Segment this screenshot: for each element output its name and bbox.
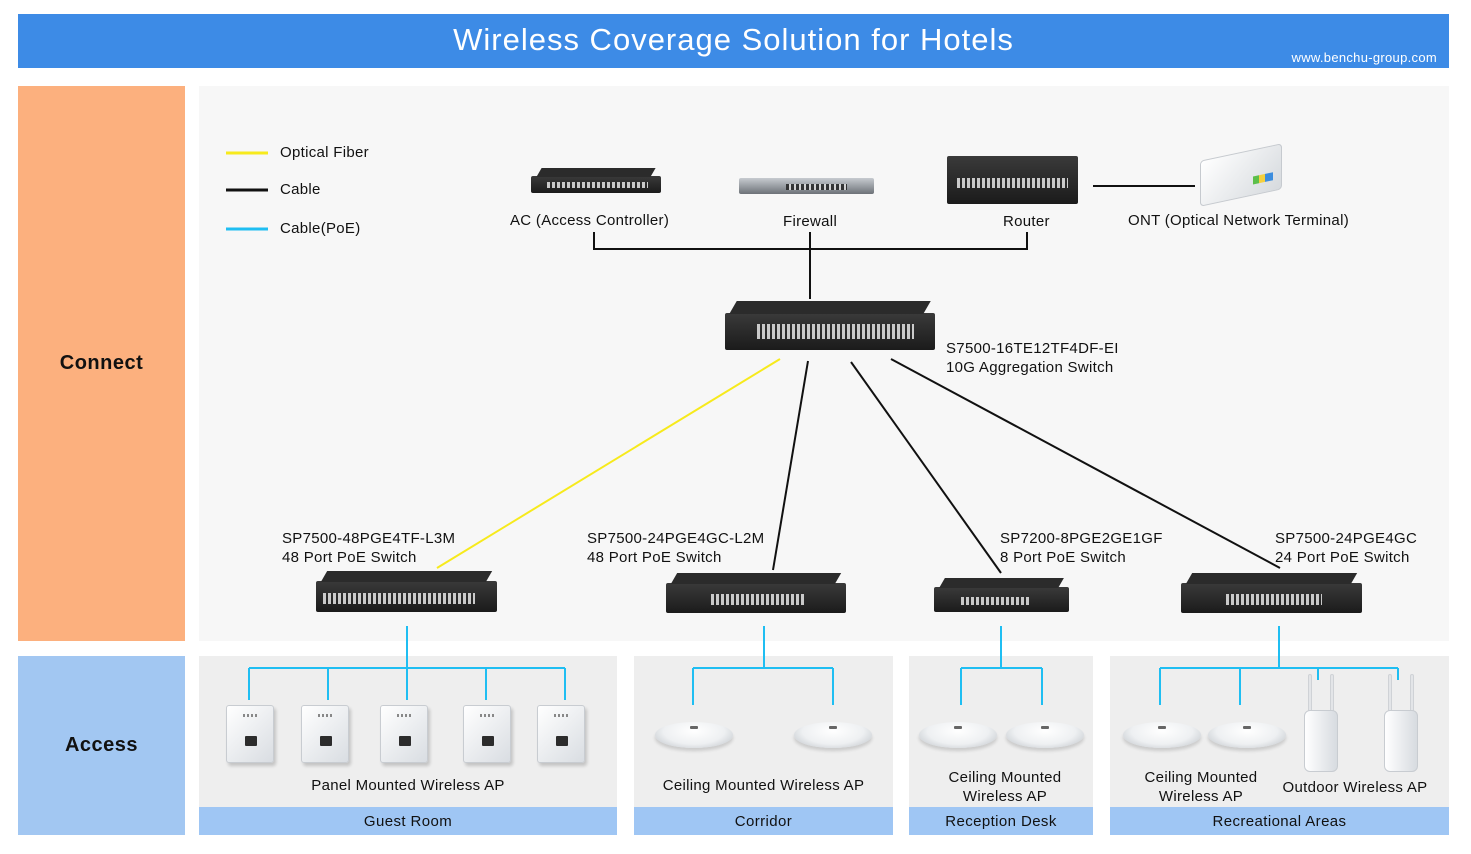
poe-tree-reception	[960, 626, 1043, 705]
zone-label-guest-room: Guest Room	[199, 807, 617, 835]
section-connect: Connect	[18, 86, 185, 641]
aggregation-switch-model: S7500-16TE12TF4DF-EI	[946, 340, 1119, 357]
access-controller-device	[531, 168, 661, 193]
zone-label-recreational-areas: Recreational Areas	[1110, 807, 1449, 835]
header-banner: Wireless Coverage Solution for Hotels ww…	[18, 14, 1449, 68]
firewall-label: Firewall	[783, 213, 838, 230]
ceiling-ap-icon	[1208, 722, 1286, 748]
corridor-ap-label: Ceiling Mounted Wireless AP	[662, 777, 865, 794]
recreational-ceiling-ap-label-line2: Wireless AP	[1158, 788, 1244, 805]
access-switch-4-model: SP7500-24PGE4GC	[1275, 530, 1418, 547]
poe-tree-corridor	[692, 626, 834, 705]
ont-label: ONT (Optical Network Terminal)	[1128, 212, 1349, 229]
reception-ap-label-line2: Wireless AP	[962, 788, 1048, 805]
router-device	[947, 156, 1078, 204]
outdoor-ap-label: Outdoor Wireless AP	[1282, 779, 1428, 796]
access-switch-1-device	[316, 571, 497, 612]
aggregation-switch-device	[725, 301, 935, 350]
firewall-device	[739, 178, 874, 194]
zone-label-corridor: Corridor	[634, 807, 893, 835]
panel-ap-icon	[226, 705, 274, 763]
access-switch-3-desc: 8 Port PoE Switch	[1000, 549, 1126, 566]
outdoor-ap-icon	[1302, 674, 1340, 772]
guest-room-ap-label: Panel Mounted Wireless AP	[311, 777, 505, 794]
access-switch-3-device	[934, 578, 1069, 612]
access-switch-4-desc: 24 Port PoE Switch	[1275, 549, 1410, 566]
panel-ap-icon	[380, 705, 428, 763]
section-access: Access	[18, 656, 185, 835]
ceiling-ap-icon	[919, 722, 997, 748]
router-label: Router	[1003, 213, 1050, 230]
website-url: www.benchu-group.com	[1291, 50, 1437, 65]
panel-ap-icon	[537, 705, 585, 763]
aggregation-switch-desc: 10G Aggregation Switch	[946, 359, 1114, 376]
access-switch-2-model: SP7500-24PGE4GC-L2M	[587, 530, 765, 547]
access-switch-2-device	[666, 573, 846, 613]
access-switch-3-model: SP7200-8PGE2GE1GF	[1000, 530, 1163, 547]
cable-to-switch-3	[850, 361, 1002, 574]
access-switch-1-model: SP7500-48PGE4TF-L3M	[282, 530, 456, 547]
poe-tree-guest-room	[248, 626, 566, 700]
fiber-to-switch-1	[436, 358, 781, 569]
cable-to-switch-2	[772, 360, 809, 571]
ac-label: AC (Access Controller)	[510, 212, 670, 229]
ceiling-ap-icon	[794, 722, 872, 748]
panel-ap-icon	[301, 705, 349, 763]
reception-ap-label-line1: Ceiling Mounted	[948, 769, 1062, 786]
section-access-label: Access	[64, 734, 139, 756]
section-connect-label: Connect	[59, 352, 144, 374]
access-switch-1-desc: 48 Port PoE Switch	[282, 549, 417, 566]
legend-fiber-label: Optical Fiber	[280, 144, 369, 161]
outdoor-ap-icon	[1382, 674, 1420, 772]
zone-label-reception-desk: Reception Desk	[909, 807, 1093, 835]
ceiling-ap-icon	[1006, 722, 1084, 748]
access-switch-2-desc: 48 Port PoE Switch	[587, 549, 722, 566]
panel-ap-icon	[463, 705, 511, 763]
ceiling-ap-icon	[1123, 722, 1201, 748]
legend-poe-label: Cable(PoE)	[280, 220, 361, 237]
legend-cable-label: Cable	[280, 181, 321, 198]
page-title: Wireless Coverage Solution for Hotels	[453, 22, 1014, 57]
access-switch-4-device	[1181, 573, 1362, 613]
poe-tree-recreational	[1159, 626, 1399, 705]
ceiling-ap-icon	[655, 722, 733, 748]
cable-to-switch-4	[890, 358, 1281, 569]
recreational-ceiling-ap-label-line1: Ceiling Mounted	[1144, 769, 1258, 786]
